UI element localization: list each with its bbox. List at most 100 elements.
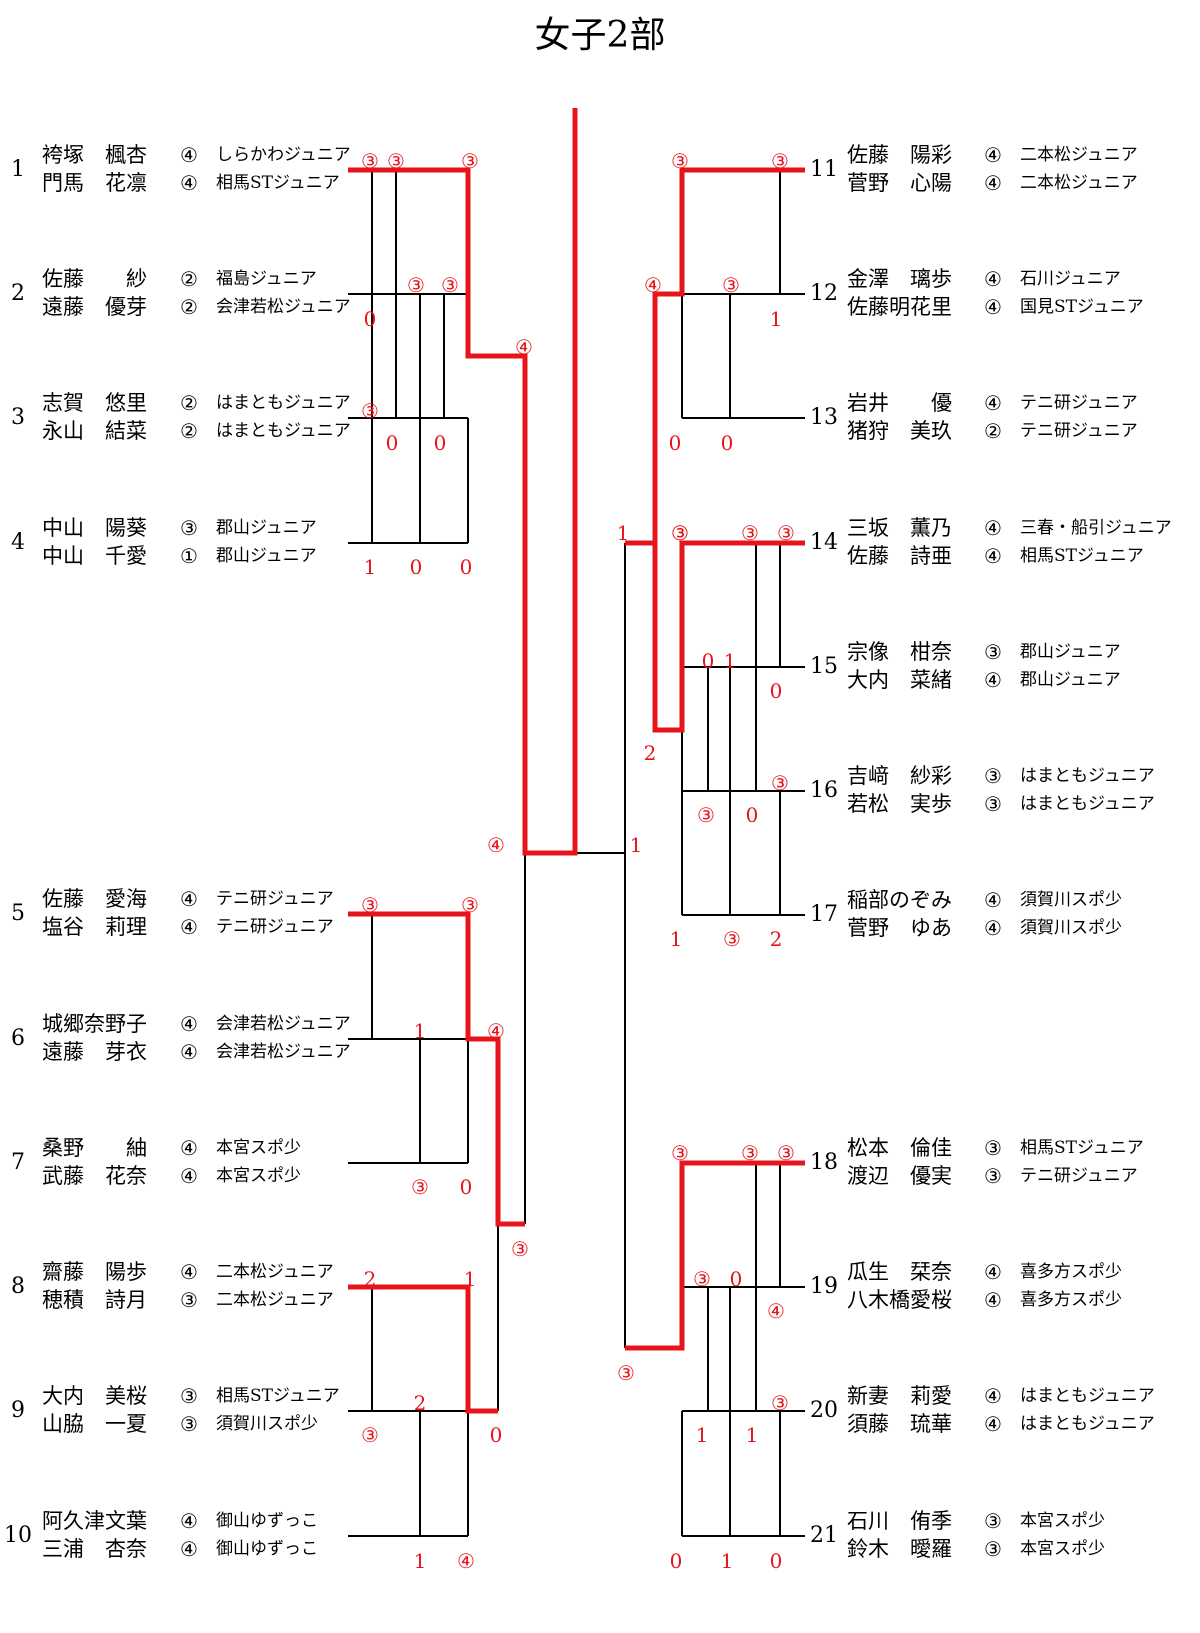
winner-path xyxy=(625,167,805,546)
game-score: ③ xyxy=(361,1423,379,1447)
game-score: ③ xyxy=(361,893,379,917)
player-grade: ④ xyxy=(180,1260,198,1284)
game-score: ③ xyxy=(461,149,479,173)
game-score: 0 xyxy=(364,307,377,331)
player-name: 志賀 悠里 xyxy=(42,391,147,415)
game-score: ③ xyxy=(771,771,789,795)
player-name: 稲部のぞみ xyxy=(847,888,952,912)
entry-number: 17 xyxy=(810,902,838,927)
page-title: 女子2部 xyxy=(534,15,666,56)
game-score: 0 xyxy=(434,431,447,455)
game-score: ③ xyxy=(671,521,689,545)
player-name: 石川 侑季 xyxy=(847,1509,952,1533)
winner-path xyxy=(348,108,578,856)
game-score: ③ xyxy=(741,521,759,545)
winner-path xyxy=(625,1160,805,1351)
player-grade: ③ xyxy=(180,516,198,540)
player-team: 郡山ジュニア xyxy=(216,546,317,566)
player-team: 二本松ジュニア xyxy=(216,1290,334,1310)
player-name: 永山 結菜 xyxy=(42,419,147,443)
entry-number: 15 xyxy=(810,654,838,679)
entry-number: 4 xyxy=(11,530,25,555)
game-score: 1 xyxy=(414,1019,427,1043)
player-grade: ③ xyxy=(984,764,1002,788)
game-score: 0 xyxy=(460,1175,473,1199)
player-team: テニ研ジュニア xyxy=(216,917,334,937)
player-grade: ④ xyxy=(984,1384,1002,1408)
player-name: 猪狩 美玖 xyxy=(847,419,952,443)
player-grade: ③ xyxy=(180,1384,198,1408)
player-name: 桑野 紬 xyxy=(42,1136,147,1160)
player-team: 喜多方スポ少 xyxy=(1020,1262,1122,1282)
game-score: ④ xyxy=(487,833,505,857)
player-team: 国見STジュニア xyxy=(1020,297,1144,317)
entry-number: 19 xyxy=(810,1274,838,1299)
game-score: 1 xyxy=(724,649,737,673)
player-grade: ④ xyxy=(984,916,1002,940)
game-score: ③ xyxy=(361,149,379,173)
game-score: ③ xyxy=(671,1141,689,1165)
player-grade: ④ xyxy=(180,1012,198,1036)
player-name: 須藤 琉華 xyxy=(847,1412,952,1436)
player-grade: ② xyxy=(180,267,198,291)
player-team: 二本松ジュニア xyxy=(216,1262,334,1282)
game-score: 1 xyxy=(414,1549,427,1573)
player-team: テニ研ジュニア xyxy=(1020,393,1138,413)
entry-number: 20 xyxy=(810,1398,838,1423)
player-grade: ④ xyxy=(984,668,1002,692)
game-score: 2 xyxy=(364,1267,377,1291)
player-row: 三坂 薫乃 ④ 三春・船引ジュニア xyxy=(0,515,1200,541)
player-grade: ③ xyxy=(180,1412,198,1436)
player-name: 渡辺 優実 xyxy=(847,1164,952,1188)
player-team: はまともジュニア xyxy=(216,393,351,413)
game-score: ③ xyxy=(441,273,459,297)
player-team: はまともジュニア xyxy=(1020,794,1155,814)
entry-number: 14 xyxy=(810,530,838,555)
game-score: ③ xyxy=(671,149,689,173)
game-score: 1 xyxy=(721,1549,734,1573)
player-team: 三春・船引ジュニア xyxy=(1020,518,1172,538)
entry-number: 11 xyxy=(810,157,838,182)
player-name: 若松 実歩 xyxy=(847,792,952,816)
game-score: ④ xyxy=(767,1299,785,1323)
entry-number: 10 xyxy=(4,1523,32,1548)
player-name: 佐藤 陽彩 xyxy=(847,143,952,167)
entry-number: 9 xyxy=(11,1398,25,1423)
player-name: 佐藤 愛海 xyxy=(42,887,147,911)
winner-path xyxy=(348,1284,498,1414)
entry-number: 18 xyxy=(810,1150,838,1175)
game-score: 0 xyxy=(770,1549,783,1573)
player-team: 二本松ジュニア xyxy=(1020,173,1138,193)
game-score: ③ xyxy=(407,273,425,297)
player-name: 三坂 薫乃 xyxy=(847,516,952,540)
player-name: 佐藤明花里 xyxy=(847,295,952,319)
game-score: ③ xyxy=(411,1175,429,1199)
game-score: 2 xyxy=(644,741,657,765)
game-score: 0 xyxy=(721,431,734,455)
player-grade: ④ xyxy=(984,1288,1002,1312)
player-team: 郡山ジュニア xyxy=(1020,670,1121,690)
player-grade: ④ xyxy=(984,516,1002,540)
game-score: 2 xyxy=(414,1391,427,1415)
player-name: 金澤 璃歩 xyxy=(847,267,952,291)
player-name: 穂積 詩月 xyxy=(42,1288,147,1312)
